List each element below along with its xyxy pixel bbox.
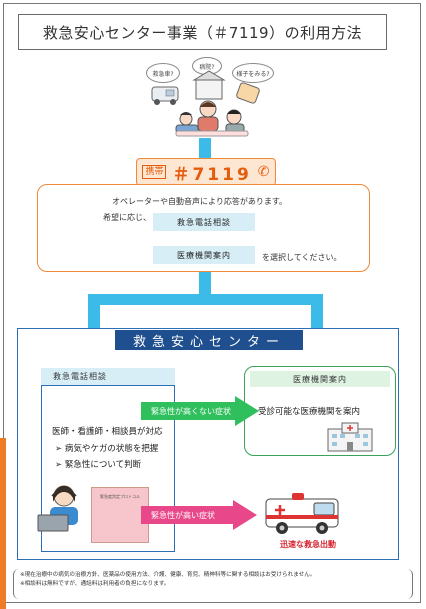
speech-bubble-ambulance: 救急車? <box>146 63 180 83</box>
dispatch-label: 迅速な救急出動 <box>280 540 336 549</box>
phone-number: ＃7119 <box>172 164 252 185</box>
left-orange-strip <box>0 438 6 609</box>
guidance-line-2: 希望に応じ、 <box>103 213 151 222</box>
ambulance-icon <box>265 493 339 534</box>
medical-guide-heading: 医療機関案内 <box>250 371 390 387</box>
number-7119-pill: 携帯 ＃7119 ✆ <box>136 158 276 186</box>
mobile-badge: 携帯 <box>142 165 167 179</box>
consult-bullet-1-text: 病気やケガの状態を把握 <box>64 444 159 454</box>
speech-bubble-wait: 様子をみる? <box>232 63 274 83</box>
flag-low-urgency: 緊急性が高くない症状 <box>151 406 231 416</box>
connector-bar-right <box>311 294 323 338</box>
connector-bar-horizontal <box>88 294 323 305</box>
option-medical-guide: 医療機関案内 <box>153 246 255 264</box>
medical-guide-text: 受診可能な医療機関を案内 <box>258 407 361 417</box>
guidance-line-1: オペレーターや自動音声により応答があります。 <box>112 197 288 206</box>
notes-box: ※現在治療中の病気の治療方針、医薬品の使用方法、介護、健康、育児、精神科等に関す… <box>13 569 413 599</box>
consult-bullet-1: ➢ 病気やケガの状態を把握 <box>55 444 159 454</box>
arrow-green-right-icon <box>141 396 259 426</box>
note-line-1: ※現在治療中の病気の治療方針、医薬品の使用方法、介護、健康、育児、精神科等に関す… <box>20 572 316 578</box>
consult-bullet-2: ➢ 緊急性について判断 <box>55 460 142 470</box>
phone-icon: ✆ <box>257 164 270 180</box>
protocol-document: 緊急度判定プロトコル <box>91 487 149 543</box>
poster-frame <box>3 3 421 603</box>
consult-bullet-2-text: 緊急性について判断 <box>64 460 142 470</box>
option-emergency-consult: 救急電話相談 <box>153 213 255 231</box>
consult-responder: 医師・看護師・相談員が対応 <box>52 427 163 437</box>
consult-heading: 救急電話相談 <box>41 368 175 386</box>
worried-family-illustration: 救急車? 病院? 様子をみる? <box>146 57 276 137</box>
arrow-pink-right-icon <box>141 500 257 530</box>
connector-bar-left <box>88 294 100 338</box>
operator-icon <box>37 485 78 532</box>
protocol-document-title: 緊急度判定プロトコル <box>100 494 140 499</box>
center-label: 救急安心センター <box>115 330 303 350</box>
page-title: 救急安心センター事業（＃7119）の利用方法 <box>18 14 387 50</box>
hospital-icon <box>327 422 373 452</box>
guidance-line-3: を選択してください。 <box>262 253 342 262</box>
family-icon <box>151 70 260 137</box>
connector-bar-mid <box>199 272 211 296</box>
flag-high-urgency: 緊急性が高い症状 <box>151 510 215 520</box>
note-line-2: ※相談料は無料ですが、通話料は利用者の負担になります。 <box>20 581 170 587</box>
connector-bar-top <box>199 138 211 160</box>
